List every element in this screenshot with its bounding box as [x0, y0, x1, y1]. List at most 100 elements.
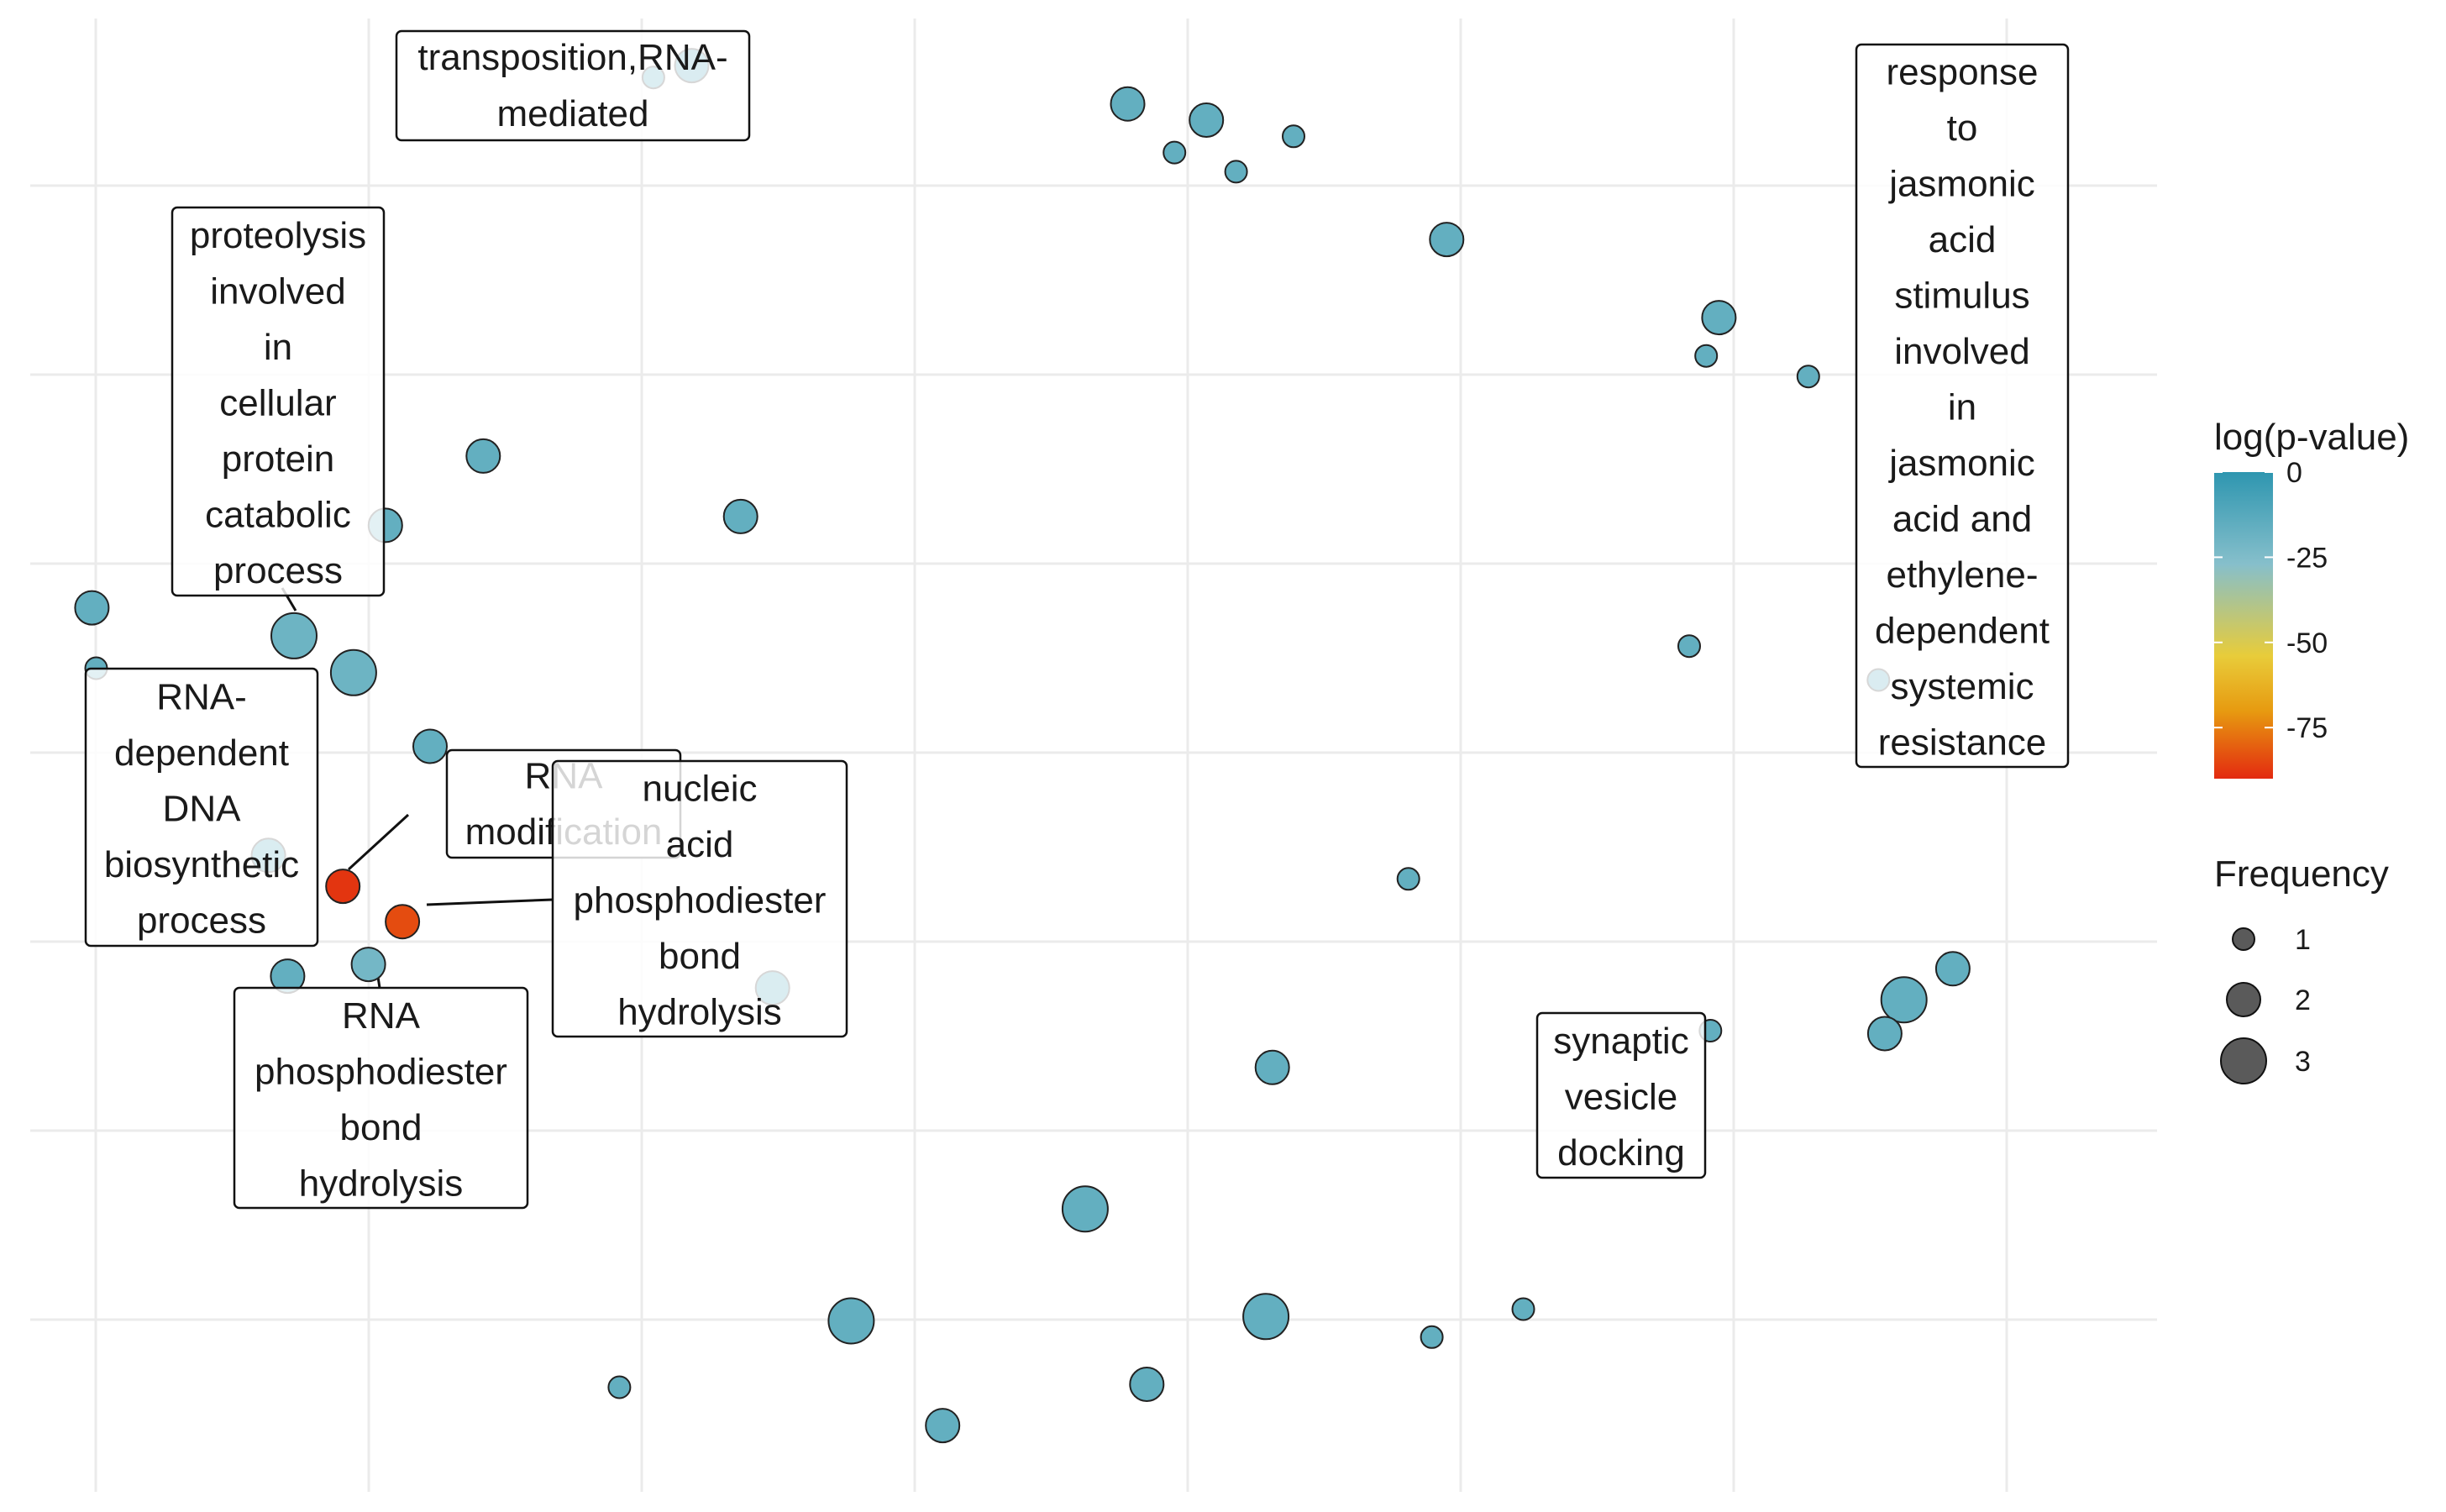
term-label: transposition,RNA-mediated: [395, 29, 751, 142]
label-line: jasmonic: [1887, 164, 2035, 205]
data-point: [1429, 222, 1465, 258]
label-line: process: [213, 550, 343, 591]
term-labels: transposition,RNA-mediatedproteolysisinv…: [84, 29, 2070, 1210]
label-line: bond: [340, 1107, 423, 1148]
leader-line: [347, 813, 410, 871]
label-line: DNA: [163, 789, 242, 830]
data-point: [1254, 1049, 1290, 1085]
legend: log(p-value) 0 -25 -50 -75 Frequency 1 2 3: [2214, 417, 2409, 1084]
label-line: response: [1886, 52, 2038, 93]
label-line: resistance: [1878, 722, 2047, 764]
data-point: [1396, 867, 1420, 891]
label-box: [551, 759, 848, 1038]
data-point: [385, 904, 421, 940]
label-line: phosphodiester: [574, 880, 827, 921]
label-line: cellular: [219, 383, 336, 424]
label-line: RNA-: [156, 677, 247, 718]
term-label: response to jasmonic acid stimulus involved in…: [1855, 43, 2070, 769]
label-line: in: [1948, 387, 1976, 428]
label-line: RNA: [342, 995, 421, 1037]
color-legend-title: log(p-value): [2214, 417, 2409, 458]
data-point: [1694, 344, 1719, 368]
term-label: proteolysis involved in cellular protein cata…: [171, 206, 386, 597]
data-point: [1110, 86, 1146, 122]
label-line: protein: [222, 438, 335, 480]
size-legend-label: 2: [2295, 984, 2311, 1016]
size-legend-label: 1: [2295, 924, 2311, 956]
label-line: systemic: [1890, 666, 2034, 707]
data-point: [925, 1408, 961, 1444]
label-line: ethylene-: [1886, 554, 2038, 596]
label-line: hydrolysis: [299, 1163, 464, 1204]
label-line: to: [1947, 108, 1978, 149]
label-line: acid and: [1892, 499, 2032, 540]
label-box: [1535, 1011, 1707, 1179]
data-point: [1796, 365, 1820, 389]
data-point: [722, 498, 758, 534]
data-point: [1934, 951, 1971, 987]
label-line: synaptic: [1553, 1021, 1688, 1062]
data-point: [1163, 140, 1187, 165]
label-line: stimulus: [1894, 276, 2029, 317]
data-point: [1701, 300, 1737, 336]
label-line: involved: [210, 271, 345, 312]
data-point: [1420, 1325, 1444, 1349]
leader-line: [426, 898, 554, 906]
data-point: [1224, 160, 1248, 184]
label-line: mediated: [496, 93, 648, 134]
label-box: [84, 667, 319, 948]
label-line: phosphodiester: [255, 1051, 507, 1092]
data-point: [1242, 1293, 1290, 1341]
color-tick-label: 0: [2286, 457, 2302, 489]
data-point: [1282, 124, 1305, 149]
color-tick-label: -25: [2286, 542, 2328, 574]
size-legend-label: 3: [2295, 1046, 2311, 1078]
label-line: docking: [1557, 1132, 1685, 1173]
label-line: jasmonic: [1887, 443, 2035, 484]
color-tick-label: -75: [2286, 712, 2328, 744]
data-point: [827, 1297, 875, 1345]
label-line: transposition,RNA-: [417, 37, 727, 78]
size-legend-key: [2226, 982, 2261, 1017]
data-point: [329, 648, 377, 696]
label-line: involved: [1894, 331, 2029, 372]
label-line: acid: [1929, 219, 1997, 260]
data-point: [74, 590, 110, 626]
label-line: catabolic: [205, 495, 351, 536]
label-line: bond: [659, 936, 741, 977]
data-point: [1189, 102, 1225, 138]
data-point: [465, 438, 501, 474]
term-label: nucleic acid phosphodiester bond hydrolysis: [551, 759, 848, 1038]
data-point: [350, 947, 386, 983]
size-legend-key: [2220, 1037, 2267, 1084]
label-line: dependent: [114, 732, 289, 774]
label-line: process: [137, 900, 266, 942]
data-point: [1129, 1367, 1165, 1402]
data-point: [607, 1375, 632, 1399]
data-point: [1880, 976, 1928, 1024]
color-tick-label: -50: [2286, 627, 2328, 659]
label-line: hydrolysis: [617, 992, 782, 1033]
label-line: vesicle: [1565, 1077, 1678, 1118]
color-legend-bar: [2214, 472, 2273, 779]
term-label: synaptic vesicle docking: [1535, 1011, 1707, 1179]
term-label: RNA phosphodiester bond hydrolysis: [233, 986, 529, 1210]
label-box: [395, 29, 751, 142]
size-legend-key: [2232, 927, 2255, 951]
label-box: [171, 206, 386, 597]
label-box: [1855, 43, 2070, 769]
data-point: [325, 869, 361, 905]
label-line: dependent: [1875, 611, 2050, 652]
data-point: [412, 728, 448, 764]
label-line: acid: [666, 824, 734, 865]
size-legend-title: Frequency: [2214, 853, 2389, 895]
label-line: in: [264, 327, 292, 368]
data-point: [1061, 1185, 1109, 1233]
data-point: [1866, 1016, 1903, 1052]
label-line: nucleic: [643, 769, 758, 810]
label-line: proteolysis: [190, 215, 366, 256]
label-line: biosynthetic: [104, 844, 299, 885]
data-point: [270, 612, 318, 659]
